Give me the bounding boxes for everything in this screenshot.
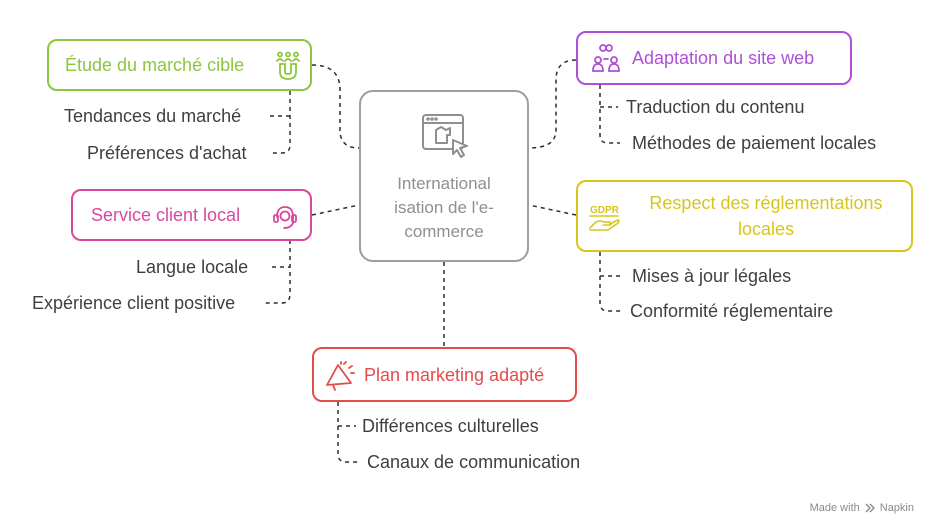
footer-text: Made with <box>809 502 860 514</box>
magnet-people-icon <box>276 51 300 80</box>
service-item-2: Expérience client positive <box>32 293 236 313</box>
people-exchange-icon <box>592 44 620 72</box>
topic-marketing-label: Plan marketing adapté <box>364 364 545 385</box>
marketing-item-2: Canaux de communication <box>367 452 581 472</box>
topic-etude-marche: Étude du marché cible <box>47 39 312 91</box>
topic-etude-label: Étude du marché cible <box>65 55 245 75</box>
marketing-item-1: Différences culturelles <box>362 416 539 436</box>
service-item-1: Langue locale <box>136 257 249 277</box>
etude-item-2: Préférences d'achat <box>87 143 247 163</box>
central-topic-label: International isation de l'e- commerce <box>394 174 494 241</box>
adaptation-item-2: Méthodes de paiement locales <box>632 133 877 153</box>
reglementations-item-2: Conformité réglementaire <box>630 301 834 321</box>
central-topic-box: International isation de l'e- commerce <box>359 90 529 262</box>
adaptation-item-1: Traduction du contenu <box>626 97 805 117</box>
topic-plan-marketing: Plan marketing adapté <box>312 347 577 402</box>
etude-item-1: Tendances du marché <box>64 106 242 126</box>
made-with-napkin-footer: Made with Napkin <box>810 502 914 514</box>
svg-text:GDPR: GDPR <box>590 205 620 216</box>
topic-reglementations-label: Respect des réglementations locales <box>649 193 883 239</box>
topic-reglementations: GDPR Respect des réglementations locales <box>576 180 913 252</box>
topic-adaptation-label: Adaptation du site web <box>632 48 815 68</box>
megaphone-icon <box>326 361 355 391</box>
topic-service-client: Service client local <box>71 189 312 241</box>
topic-service-label: Service client local <box>91 205 241 225</box>
napkin-logo-icon <box>865 503 875 513</box>
topic-adaptation-site: Adaptation du site web <box>576 31 852 85</box>
footer-brand: Napkin <box>879 502 914 514</box>
gdpr-hand-icon: GDPR <box>589 205 620 231</box>
headset-person-icon <box>273 206 297 229</box>
web-shop-cursor-icon <box>422 114 468 158</box>
reglementations-item-1: Mises à jour légales <box>632 266 792 286</box>
